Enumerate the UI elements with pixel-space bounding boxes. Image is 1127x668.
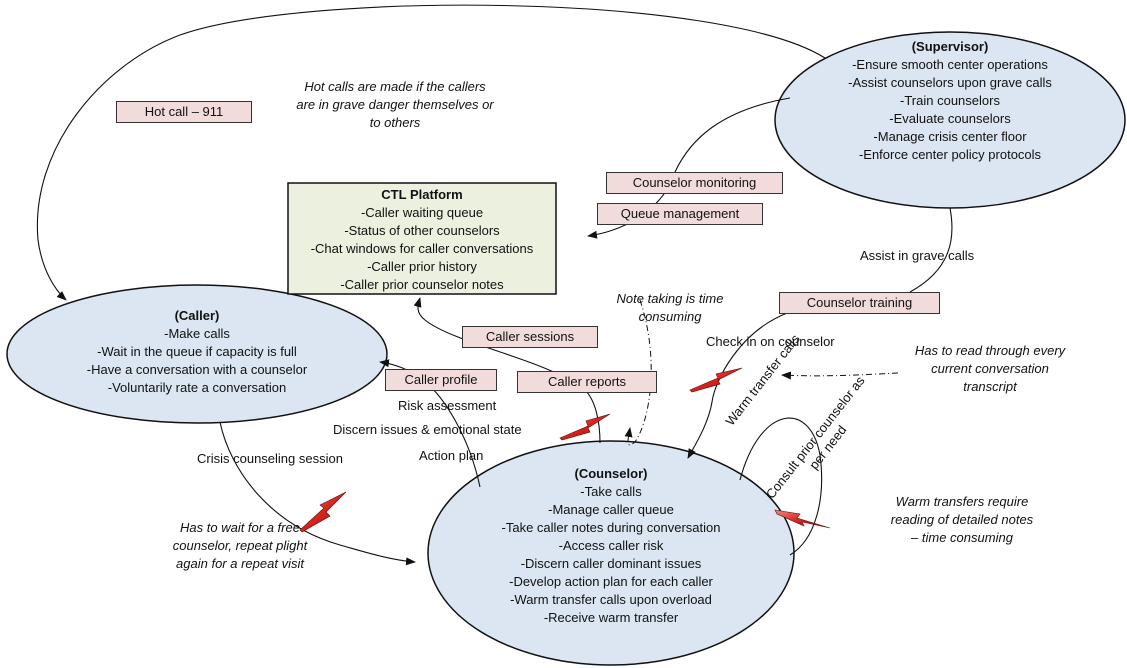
platform-item: -Caller prior counselor notes [340, 277, 504, 292]
supervisor-item: -Manage crisis center floor [873, 129, 1027, 144]
counselor-item: -Discern caller dominant issues [520, 556, 702, 571]
counselor-title: (Counselor) [574, 466, 648, 481]
platform-item: -Caller waiting queue [360, 205, 484, 220]
supervisor-item: -Assist counselors upon grave calls [848, 75, 1052, 90]
note-line: consuming [638, 309, 702, 324]
platform-item: -Status of other counselors [344, 223, 500, 238]
caller-ellipse [6, 284, 388, 424]
counselor-item: -Take caller notes during conversation [501, 520, 721, 535]
platform-text: CTL Platform -Caller waiting queue -Stat… [288, 186, 556, 294]
counselor-item: -Manage caller queue [548, 502, 674, 517]
warm-transfers-note: Warm transfers require reading of detail… [862, 493, 1062, 547]
note-line: are in grave danger themselves or [296, 97, 494, 112]
note-line: Warm transfers require [895, 494, 1029, 509]
caller-sessions-tag: Caller sessions [462, 326, 598, 348]
note-line: Note taking is time [616, 291, 724, 306]
assist-grave-label: Assist in grave calls [860, 248, 975, 263]
platform-item: -Chat windows for caller conversations [310, 241, 534, 256]
note-taking-pointer [624, 299, 652, 446]
caller-item: -Have a conversation with a counselor [86, 362, 308, 377]
note-line: – time consuming [911, 530, 1013, 545]
caller-profile-tag: Caller profile [385, 369, 497, 391]
note-line: Has to wait for a free [180, 520, 300, 535]
monitoring-line [674, 97, 791, 173]
counselor-text: (Counselor) -Take calls -Manage caller q… [461, 465, 761, 627]
note-line: to others [369, 115, 421, 130]
platform-item: -Caller prior history [367, 259, 477, 274]
counselor-item: -Access caller risk [558, 538, 664, 553]
caller-reports-line [584, 389, 601, 444]
platform-box [287, 182, 557, 295]
queue-management-tag: Queue management [597, 203, 763, 225]
warm-transfer-loop [739, 417, 823, 556]
caller-reports-tag: Caller reports [517, 371, 657, 393]
note-line: reading of detailed notes [890, 512, 1034, 527]
platform-title: CTL Platform [381, 187, 463, 202]
caller-sessions-arrow [413, 297, 561, 376]
note-line: current conversation [931, 361, 1049, 376]
read-transcript-note: Has to read through every current conver… [895, 342, 1085, 396]
risk-assessment-label: Risk assessment [398, 398, 497, 413]
note-taking-note: Note taking is time consuming [605, 290, 735, 326]
supervisor-item: -Train counselors [900, 93, 1000, 108]
caller-item: -Voluntarily rate a conversation [107, 380, 287, 395]
wait-counselor-note: Has to wait for a free counselor, repeat… [150, 519, 330, 573]
counselor-training-tag: Counselor training [779, 292, 940, 314]
bolt-icon-caller-reports [559, 413, 611, 441]
counselor-item: -Warm transfer calls upon overload [510, 592, 712, 607]
note-line: again for a repeat visit [176, 556, 304, 571]
discern-issues-label: Discern issues & emotional state [333, 422, 522, 437]
note-line: transcript [963, 379, 1017, 394]
hot-call-tag: Hot call – 911 [116, 101, 252, 123]
counselor-monitoring-tag: Counselor monitoring [606, 172, 783, 194]
caller-text: (Caller) -Make calls -Wait in the queue … [47, 307, 347, 397]
caller-item: -Make calls [164, 326, 230, 341]
counselor-item: -Receive warm transfer [543, 610, 679, 625]
counselor-item: -Develop action plan for each caller [509, 574, 713, 589]
crisis-session-label: Crisis counseling session [197, 451, 343, 466]
transcript-pointer [781, 371, 899, 380]
bolt-icon-warm-transfer [774, 509, 831, 529]
bolt-icon-wait [299, 491, 347, 533]
supervisor-text: (Supervisor) -Ensure smooth center opera… [800, 38, 1100, 164]
bolt-icon-check-in [689, 367, 743, 393]
check-in-label: Check in on counselor [706, 334, 835, 349]
supervisor-title: (Supervisor) [911, 39, 989, 54]
hot-calls-note: Hot calls are made if the callers are in… [280, 78, 510, 132]
caller-title: (Caller) [174, 308, 220, 323]
action-plan-label: Action plan [419, 448, 484, 463]
note-line: Has to read through every [914, 343, 1066, 358]
supervisor-item: -Ensure smooth center operations [852, 57, 1048, 72]
note-line: Hot calls are made if the callers [304, 79, 486, 94]
assist-line [909, 207, 953, 293]
caller-item: -Wait in the queue if capacity is full [97, 344, 297, 359]
hot-call-arrow [36, 4, 826, 301]
counselor-item: -Take calls [580, 484, 642, 499]
check-in-arrow [687, 311, 791, 459]
crisis-session-arrow [219, 421, 416, 566]
note-line: counselor, repeat plight [172, 538, 308, 553]
supervisor-item: -Enforce center policy protocols [858, 147, 1042, 162]
supervisor-item: -Evaluate counselors [889, 111, 1011, 126]
